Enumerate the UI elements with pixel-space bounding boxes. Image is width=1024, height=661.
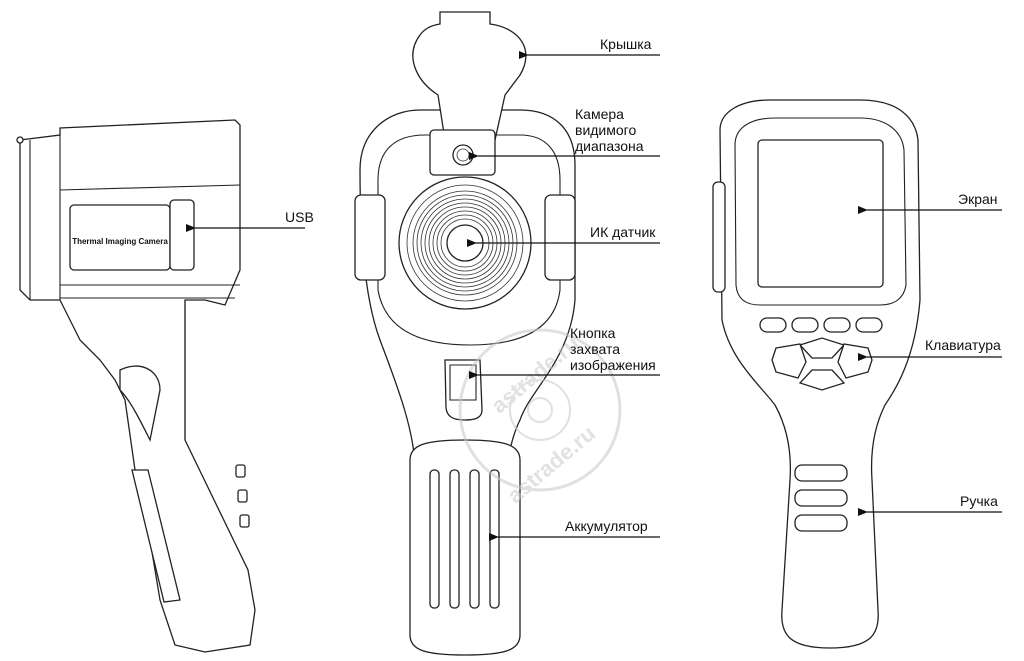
label-visible-camera-line-2: видимого xyxy=(575,122,636,138)
label-capture-button-line-2: захвата xyxy=(570,341,620,357)
back-view xyxy=(712,99,921,649)
label-screen: Экран xyxy=(958,191,998,207)
side-view: Thermal Imaging Camera xyxy=(16,119,256,653)
label-battery: Аккумулятор xyxy=(565,518,648,534)
label-visible-camera-line-1: Камера xyxy=(575,106,624,122)
label-capture-button: Кнопка захвата изображения xyxy=(570,325,656,373)
label-visible-camera: Камера видимого диапазона xyxy=(575,106,644,154)
front-view xyxy=(354,11,576,656)
label-capture-button-line-3: изображения xyxy=(570,357,656,373)
keypad xyxy=(759,317,883,391)
label-ir-sensor: ИК датчик xyxy=(590,224,656,240)
side-device-text: Thermal Imaging Camera xyxy=(72,237,168,246)
label-keypad: Клавиатура xyxy=(925,337,1001,353)
label-usb: USB xyxy=(285,209,314,225)
ir-lens xyxy=(398,176,532,310)
label-cover: Крышка xyxy=(600,36,652,52)
label-capture-button-line-1: Кнопка xyxy=(570,325,616,341)
label-handle: Ручка xyxy=(960,493,998,509)
leader-lines xyxy=(186,51,1002,541)
label-visible-camera-line-3: диапазона xyxy=(575,138,644,154)
screen xyxy=(757,139,884,288)
